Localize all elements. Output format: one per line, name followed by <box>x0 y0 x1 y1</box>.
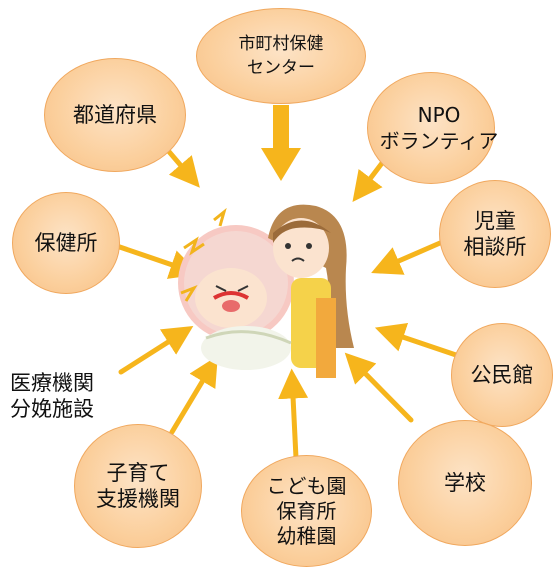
node-label-npo-volunteer: NPO ボランティア <box>379 103 499 153</box>
node-prefecture: 都道府県 <box>44 58 186 172</box>
node-school: 学校 <box>398 420 532 546</box>
node-label-health-center: 保健所 <box>34 231 98 255</box>
arrow-from-community-center <box>374 322 459 358</box>
mother-and-crying-baby-illustration <box>178 204 354 378</box>
node-label-childcare-support: 子育て 支援機関 <box>96 461 180 511</box>
arrow-from-medical <box>118 325 194 375</box>
node-kindergarten-nursery: こども園 保育所 幼稚園 <box>241 455 372 567</box>
node-label-child-guidance-center: 児童 相談所 <box>463 209 527 259</box>
node-label-community-center: 公民館 <box>470 363 534 387</box>
arrow-from-child-guidance <box>371 240 443 275</box>
label-medical-institution: 医療機関 分娩施設 <box>10 371 94 421</box>
arrow-from-city-health-center <box>261 105 301 181</box>
node-label-prefecture: 都道府県 <box>73 103 157 127</box>
node-label-school: 学校 <box>444 471 486 495</box>
node-label-city-health-center: 市町村保健 センター <box>238 34 324 78</box>
node-city-health-center: 市町村保健 センター <box>196 8 366 104</box>
arrow-from-health-center <box>105 240 201 279</box>
node-label-kindergarten-nursery: こども園 保育所 幼稚園 <box>266 473 347 548</box>
node-community-center: 公民館 <box>451 323 553 427</box>
arrow-from-school <box>344 352 414 423</box>
arrow-from-kindergarten <box>278 368 309 461</box>
node-child-guidance-center: 児童 相談所 <box>439 180 551 288</box>
node-childcare-support: 子育て 支援機関 <box>74 424 202 548</box>
arrow-from-childcare-support <box>169 355 218 435</box>
node-health-center: 保健所 <box>12 192 120 294</box>
node-npo-volunteer: NPO ボランティア <box>367 72 498 184</box>
